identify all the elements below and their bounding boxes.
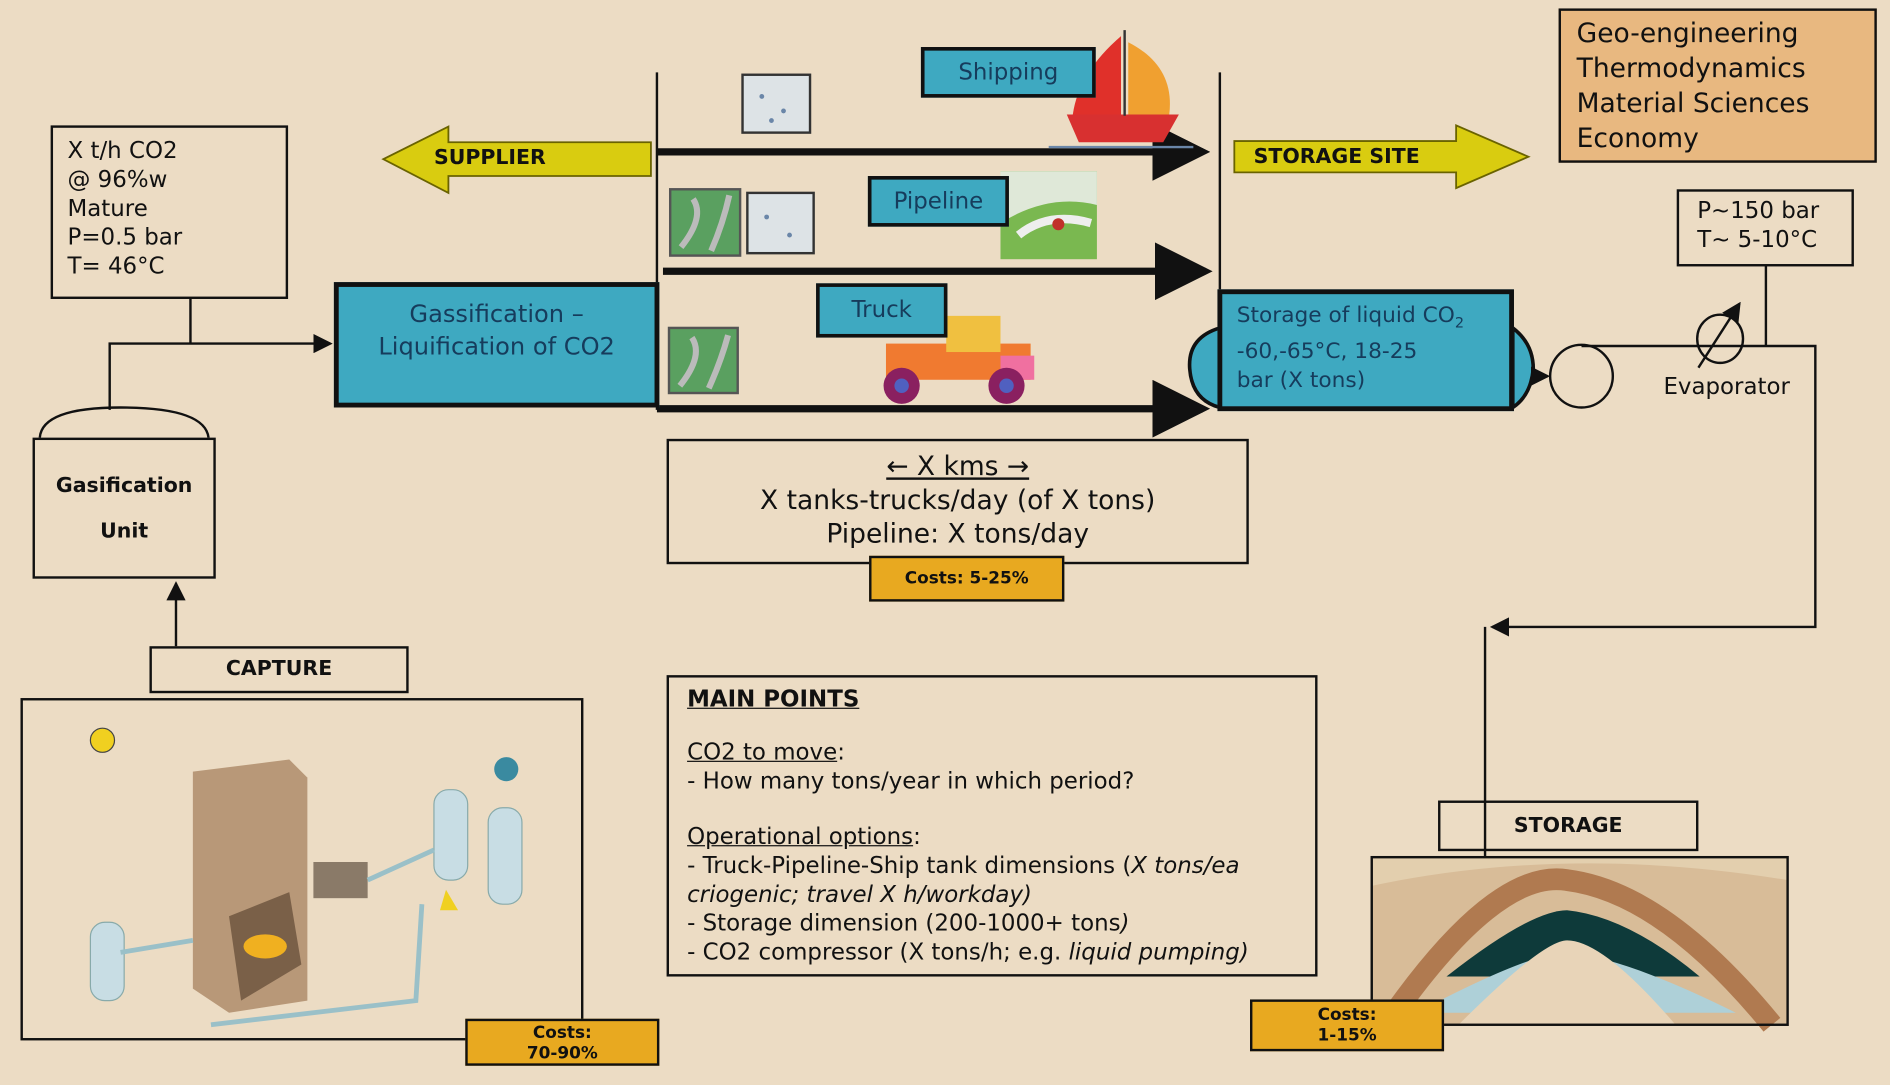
ops-heading: Operational options bbox=[687, 823, 914, 850]
storage-geology-illustration bbox=[1370, 855, 1788, 1032]
capture-label-box: CAPTURE bbox=[149, 646, 409, 694]
discipline-item: Economy bbox=[1576, 124, 1699, 155]
conditions-line: T~ 5-10°C bbox=[1697, 226, 1818, 254]
main-point-item: - How many tons/year in which period? bbox=[687, 767, 1135, 795]
distance-box: ← X kms → X tanks-trucks/day (of X tons)… bbox=[666, 438, 1249, 565]
storage-label-box: STORAGE bbox=[1438, 800, 1699, 852]
storage-site-arrow-shape bbox=[1233, 124, 1531, 190]
conditions-line: P~150 bar bbox=[1697, 197, 1820, 225]
gasification-unit-label: Gasification bbox=[55, 473, 193, 498]
road-thumbnail-icon bbox=[668, 188, 742, 257]
gasification-unit-label: Unit bbox=[100, 519, 149, 544]
truck-label: Truck bbox=[816, 283, 948, 338]
colon: : bbox=[913, 823, 921, 850]
source-info-line: T= 46°C bbox=[67, 253, 165, 280]
distance-label: ← X kms → bbox=[886, 452, 1030, 483]
main-point-italic: liquid pumping) bbox=[1068, 939, 1249, 966]
sailboat-icon bbox=[1048, 30, 1194, 149]
liquefaction-box: Gassification – Liquification of CO2 bbox=[333, 282, 660, 408]
main-point-item: - Truck-Pipeline-Ship tank dimensions ( bbox=[687, 852, 1132, 879]
capture-costs-badge: Costs: 70-90% bbox=[465, 1018, 660, 1066]
storage-image-frame bbox=[1370, 855, 1789, 1026]
road-thumbnail-icon bbox=[667, 326, 739, 395]
co2-heading: CO2 to move bbox=[687, 739, 838, 766]
map-thumbnail-icon bbox=[741, 73, 812, 134]
trucks-per-day: X tanks-trucks/day (of X tons) bbox=[760, 485, 1156, 516]
costs-value: 70-90% bbox=[526, 1044, 598, 1064]
source-info-line: Mature bbox=[67, 195, 148, 222]
main-point-italic: ) bbox=[1120, 910, 1130, 937]
disciplines-box: Geo-engineering Thermodynamics Material … bbox=[1558, 8, 1877, 163]
colon: : bbox=[837, 739, 845, 766]
supplier-label: SUPPLIER bbox=[433, 145, 546, 170]
discipline-item: Geo-engineering bbox=[1576, 19, 1799, 50]
evaporator-icon bbox=[1695, 313, 1745, 365]
conditions-box: P~150 bar T~ 5-10°C bbox=[1676, 189, 1854, 267]
transport-costs-badge: Costs: 5-25% bbox=[869, 555, 1065, 602]
storage-tank-label: -60,-65°C, 18-25 bbox=[1236, 338, 1418, 364]
pipeline-label: Pipeline bbox=[867, 176, 1009, 227]
main-points-title: MAIN POINTS bbox=[687, 685, 860, 713]
tank-cap-left bbox=[1187, 325, 1222, 410]
main-point-item: - Storage dimension (200-1000+ tons bbox=[687, 910, 1121, 937]
connector-source bbox=[108, 297, 331, 410]
pipeline-landscape-icon bbox=[1000, 171, 1097, 260]
main-points-box: MAIN POINTS CO2 to move: - How many tons… bbox=[666, 675, 1318, 977]
source-info-line: X t/h CO2 bbox=[67, 137, 178, 164]
storage-site-label: STORAGE SITE bbox=[1253, 144, 1420, 169]
storage-tank-label: Storage of liquid CO bbox=[1236, 302, 1455, 328]
map-thumbnail-icon bbox=[746, 191, 815, 255]
storage-tank-label: bar (X tons) bbox=[1236, 367, 1366, 393]
costs-value: 1-15% bbox=[1317, 1025, 1377, 1046]
costs-label: Costs: bbox=[532, 1023, 592, 1043]
source-info-box: X t/h CO2 @ 96%w Mature P=0.5 bar T= 46°… bbox=[50, 125, 289, 299]
liquefaction-label: Liquification of CO2 bbox=[378, 331, 615, 361]
pump-icon bbox=[1548, 343, 1615, 409]
main-point-italic: X tons/ea bbox=[1131, 852, 1240, 879]
pipeline-capacity: Pipeline: X tons/day bbox=[826, 519, 1090, 550]
storage-costs-badge: Costs: 1-15% bbox=[1249, 999, 1445, 1052]
discipline-item: Material Sciences bbox=[1576, 89, 1810, 120]
gasification-unit-box: Gasification Unit bbox=[32, 437, 216, 579]
gasification-dome bbox=[38, 406, 210, 438]
truck-icon bbox=[883, 315, 1035, 404]
tank-cap-right bbox=[1510, 324, 1536, 411]
main-point-item: - CO2 compressor (X tons/h; e.g. bbox=[687, 939, 1069, 966]
discipline-item: Thermodynamics bbox=[1576, 54, 1806, 85]
shipping-label: Shipping bbox=[920, 47, 1096, 98]
supplier-arrow-shape bbox=[381, 125, 652, 195]
main-point-italic: criogenic; travel X h/workday) bbox=[687, 881, 1032, 908]
capture-image-frame bbox=[20, 698, 584, 1041]
capture-plant-illustration bbox=[89, 727, 523, 1028]
storage-tank-box: Storage of liquid CO2 -60,-65°C, 18-25 b… bbox=[1217, 289, 1514, 412]
liquefaction-label: Gassification – bbox=[409, 298, 584, 328]
evaporator-label: Evaporator bbox=[1663, 373, 1790, 401]
source-info-line: P=0.5 bar bbox=[67, 224, 183, 251]
storage-tank-subscript: 2 bbox=[1454, 314, 1465, 332]
costs-label: Costs: bbox=[1317, 1005, 1377, 1025]
source-info-line: @ 96%w bbox=[67, 166, 168, 193]
